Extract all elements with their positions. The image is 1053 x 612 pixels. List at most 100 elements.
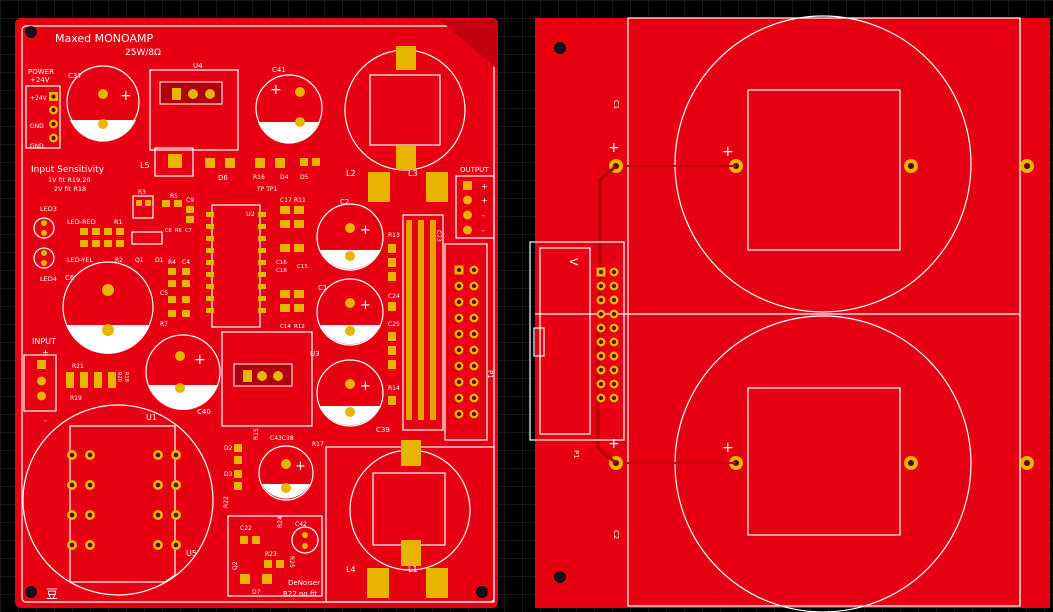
- p1-header: [444, 243, 488, 441]
- pin-hole: [598, 353, 604, 359]
- pin-hole: [456, 411, 462, 417]
- c40-plus: +: [194, 352, 206, 368]
- d2-label: D2: [224, 445, 233, 452]
- c4-label: C4: [182, 259, 190, 266]
- pin-hole: [598, 367, 604, 373]
- right-c1-core: [747, 89, 901, 251]
- pin-hole: [471, 347, 477, 353]
- u3-label: U3: [310, 350, 320, 358]
- r24-label: R24: [277, 516, 284, 528]
- power-rating: 25W/8Ω: [125, 48, 161, 58]
- r3-label: R3: [138, 189, 146, 196]
- c1-outline: [316, 278, 384, 346]
- r16-label: R16: [253, 174, 265, 181]
- output-pin4: -: [482, 226, 485, 235]
- c8-label: C8: [165, 228, 172, 234]
- right-c1-plus: +: [722, 144, 734, 160]
- r12-label: R12: [294, 324, 305, 330]
- c22-label: C22: [240, 525, 252, 532]
- l1-label: L1: [408, 565, 418, 574]
- pin-hole: [611, 311, 617, 317]
- u4-pin3: [205, 89, 215, 99]
- input-minus: -: [44, 416, 47, 425]
- c2-label: C2: [340, 198, 349, 206]
- r4-label: R4: [168, 259, 176, 266]
- pin-hole: [471, 299, 477, 305]
- l2-label: L2: [346, 169, 356, 178]
- l2-l3-core: [369, 74, 441, 146]
- pin-hole: [598, 325, 604, 331]
- output-pads: [463, 181, 472, 235]
- right-p1-mark: V: [567, 258, 580, 266]
- r2-label: R2: [115, 257, 123, 264]
- c1-plus: +: [360, 298, 371, 313]
- pin-hole: [471, 395, 477, 401]
- pin-hole: [456, 315, 462, 321]
- led3: [33, 217, 55, 239]
- left-board: Maxed MONOAMP 25W/8Ω POWER +24V +24V GND…: [15, 18, 498, 608]
- right-p1-outline: [529, 241, 625, 441]
- pin-hole: [173, 542, 179, 548]
- pin-hole: [87, 512, 93, 518]
- d1-label: D1: [155, 257, 164, 264]
- pin-hole: [155, 452, 161, 458]
- pin-hole: [69, 542, 75, 548]
- l4-label: L4: [346, 565, 356, 574]
- mount-hole-bl: [25, 586, 37, 598]
- right-p1-pins: [596, 267, 619, 403]
- c18-label: C18: [276, 268, 287, 274]
- left-board-copper: [15, 18, 498, 608]
- c1-label: C1: [318, 284, 327, 292]
- pin-hole: [611, 325, 617, 331]
- l-top-pad-a: [396, 46, 416, 70]
- pin-hole: [173, 482, 179, 488]
- c39-plus: +: [360, 379, 371, 394]
- pin-hole: [69, 512, 75, 518]
- c7-label: C7: [185, 228, 192, 234]
- pin-hole: [471, 331, 477, 337]
- c41-plus: +: [270, 82, 282, 98]
- c15-label: C15: [297, 264, 308, 270]
- c16-label: C16: [276, 260, 287, 266]
- r1-r2-pads: [80, 228, 124, 247]
- power-pin3: GND: [30, 143, 44, 150]
- pin-hole: [611, 339, 617, 345]
- c6-polarity: [66, 325, 150, 354]
- column-passives: [388, 244, 396, 405]
- pin-hole: [471, 283, 477, 289]
- pin-hole: [598, 297, 604, 303]
- c43-plus: +: [295, 459, 306, 474]
- pin-hole: [456, 379, 462, 385]
- q1-label: Q1: [135, 257, 144, 264]
- pin-hole: [471, 363, 477, 369]
- u1-ring: [22, 404, 214, 596]
- right-c2-left-plus: +: [608, 436, 620, 452]
- c25-label: C25: [388, 321, 400, 328]
- r1-label: R1: [114, 218, 123, 226]
- r18-label: R18: [123, 372, 129, 382]
- power-pin2: GND: [30, 123, 44, 130]
- led4: [33, 247, 55, 269]
- power-pin1: +24V: [30, 95, 48, 102]
- u1-body: [69, 425, 176, 583]
- pin-hole: [155, 512, 161, 518]
- r21-label: R21: [72, 363, 84, 370]
- u4-pin2: [188, 89, 198, 99]
- right-c1-ring: [674, 15, 972, 313]
- pin-hole: [611, 297, 617, 303]
- pin-hole: [598, 283, 604, 289]
- pin-hole: [155, 542, 161, 548]
- d3-label: D3: [224, 471, 233, 478]
- output-pin2: +: [481, 196, 488, 205]
- r-mount-hole-tl: [554, 42, 566, 54]
- pin-hole: [173, 512, 179, 518]
- led-red-label: LED-RED: [67, 218, 96, 226]
- q2-label: Q2: [232, 561, 239, 570]
- r20-label: R20: [116, 372, 122, 382]
- r15-label: R15: [253, 428, 260, 440]
- l3-label: L3: [408, 169, 418, 178]
- c14-label: C14: [280, 324, 291, 330]
- pin-hole: [456, 267, 462, 273]
- l5-label: L5: [140, 161, 150, 170]
